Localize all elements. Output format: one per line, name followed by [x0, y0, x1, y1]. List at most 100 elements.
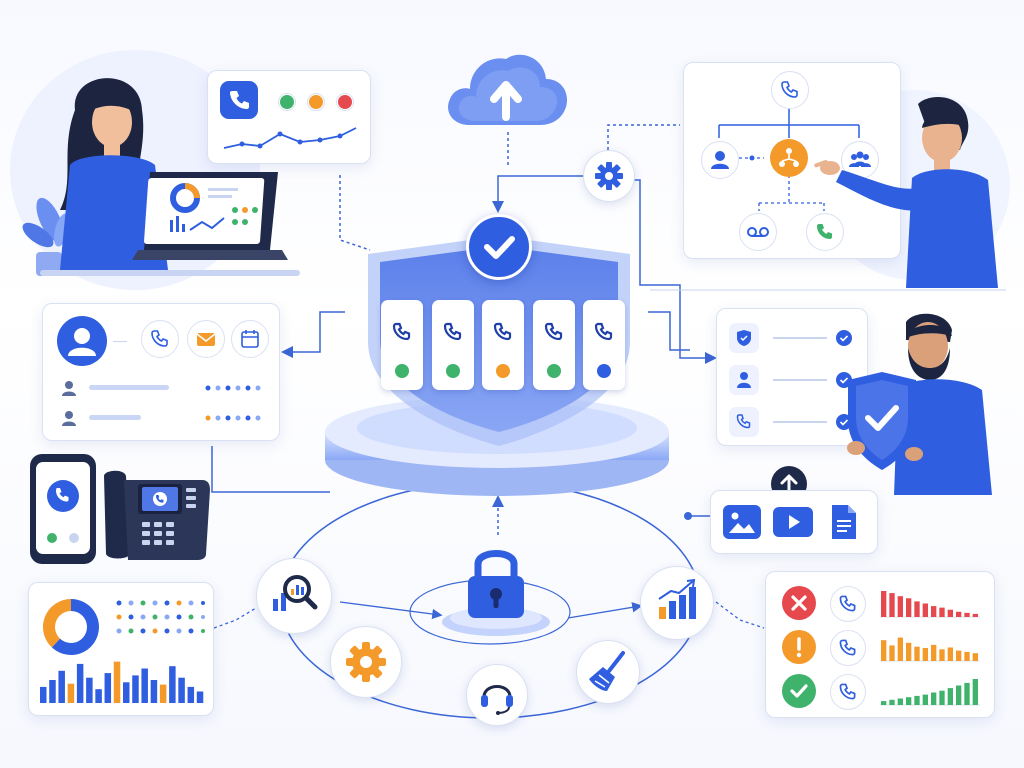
org-node-icon	[779, 148, 799, 167]
line-shield-contacts	[281, 311, 345, 358]
status-bar	[922, 648, 928, 661]
analytics-bar	[141, 668, 148, 703]
status-bar	[964, 682, 970, 705]
line-gear-routing	[607, 124, 680, 150]
video-play-icon	[773, 507, 813, 537]
status-bar	[972, 613, 978, 617]
donut-slice	[51, 599, 99, 655]
analytics-bar	[86, 677, 93, 703]
status-bar	[931, 644, 937, 661]
analytics-search-node	[256, 558, 332, 634]
check-icon	[484, 236, 515, 259]
status-bar-chart	[880, 637, 980, 662]
status-bar	[972, 679, 978, 705]
contact-calendar-button[interactable]	[231, 320, 269, 358]
status-bar	[922, 694, 928, 705]
analytics-bar	[132, 675, 139, 703]
status-dot	[278, 93, 296, 111]
analytics-bar	[49, 680, 56, 703]
support-node	[466, 664, 528, 726]
woman-laptop-illustration	[20, 70, 300, 285]
status-bar	[881, 701, 887, 705]
contact-call-button[interactable]	[141, 320, 179, 358]
avatar-icon	[57, 316, 107, 366]
status-row	[766, 584, 994, 622]
routing-voicemail-node	[739, 213, 777, 251]
man-with-shield-illustration	[842, 310, 1012, 495]
padlock-icon	[440, 538, 552, 638]
status-bar	[906, 697, 912, 705]
upload-arrow-icon	[780, 474, 798, 494]
line-laptop-shield	[339, 175, 371, 251]
status-rows	[766, 572, 994, 717]
line-status-chart	[715, 601, 765, 629]
contact-row	[59, 408, 269, 428]
analytics-bar	[76, 663, 84, 703]
status-bar	[964, 651, 970, 661]
routing-hub-node	[770, 139, 808, 177]
status-bar	[889, 645, 895, 661]
analytics-bar	[67, 683, 75, 703]
checklist-row	[729, 323, 859, 353]
phone-icon	[443, 322, 461, 341]
status-bar	[897, 596, 903, 617]
analytics-bar	[187, 686, 195, 703]
contact-mail-button[interactable]	[187, 320, 225, 358]
status-bar	[931, 692, 937, 705]
checklist-row	[729, 365, 859, 395]
voicemail-icon	[747, 227, 769, 237]
status-bar	[947, 688, 953, 705]
status-dots	[278, 93, 358, 111]
phone-icon	[817, 224, 832, 239]
line-status-dot	[445, 364, 460, 378]
shield-check-badge	[466, 214, 532, 280]
cleanup-node	[576, 640, 640, 704]
user-icon	[62, 411, 76, 426]
arrow-ring-to-chart	[567, 602, 643, 619]
line-status-dot	[597, 364, 611, 378]
status-bar	[881, 591, 887, 617]
routing-tree	[718, 107, 860, 211]
phone-icon	[151, 330, 168, 347]
analytics-bar	[178, 677, 185, 703]
phone-line-tile	[431, 300, 474, 390]
growth-chart-node	[640, 566, 714, 640]
phone-icon	[830, 674, 866, 710]
status-bar	[889, 593, 895, 617]
call-routing-card	[683, 62, 901, 259]
routing-user-node	[701, 141, 739, 179]
user-icon	[62, 381, 76, 396]
trend-line-chart	[223, 127, 357, 149]
contact-row	[59, 378, 269, 398]
status-bar	[939, 690, 945, 705]
image-icon	[723, 505, 761, 539]
mail-icon	[196, 333, 216, 346]
analytics-bar	[104, 673, 112, 703]
user-icon	[737, 372, 751, 388]
status-row	[766, 628, 994, 666]
avatar-connector	[113, 341, 127, 342]
document-icon	[829, 503, 859, 541]
success-check-icon	[782, 674, 816, 708]
line-status-dot	[395, 364, 409, 378]
status-bar	[906, 642, 912, 661]
media-upload-card	[710, 490, 878, 554]
shield-icon	[737, 330, 751, 346]
status-bar	[964, 612, 970, 617]
line-status-dot	[496, 364, 510, 378]
status-bar	[914, 646, 920, 661]
status-dot	[336, 93, 354, 111]
routing-phone-node	[771, 71, 809, 109]
analytics-bar	[40, 686, 47, 703]
man-pointing-illustration	[800, 92, 1010, 288]
headset-icon	[481, 685, 513, 715]
checklist-row	[729, 407, 859, 437]
analytics-card	[28, 582, 214, 716]
status-dot	[307, 93, 325, 111]
phone-line-tile	[482, 300, 524, 390]
status-bar	[939, 607, 945, 617]
status-bar	[956, 685, 962, 705]
error-x-icon	[782, 586, 816, 620]
line-shield-security	[648, 311, 690, 351]
status-row	[766, 672, 994, 710]
